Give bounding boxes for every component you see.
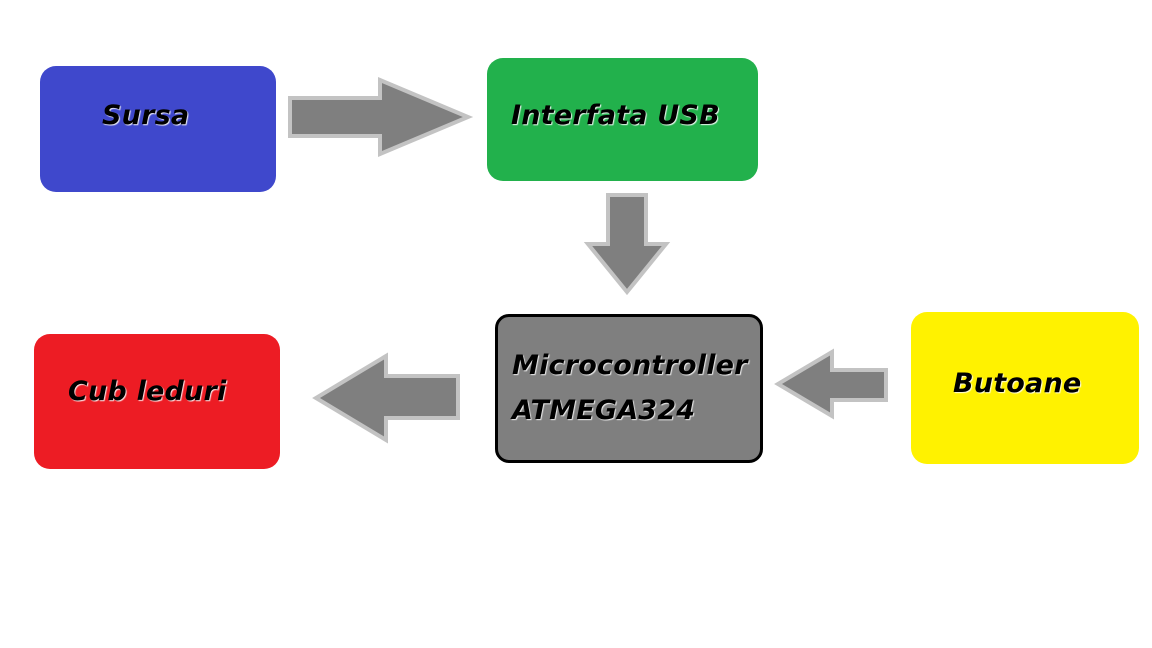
microcontroller-label-line2: ATMEGA324: [512, 394, 696, 426]
arrow-mcu-to-cub: [312, 352, 460, 444]
butoane-block: Butoane: [911, 312, 1139, 464]
cub-leduri-block: Cub leduri: [34, 334, 280, 469]
arrow-sursa-to-usb: [288, 76, 474, 158]
interfata-usb-label: Interfata USB: [511, 100, 720, 131]
butoane-label: Butoane: [953, 368, 1082, 399]
arrow-usb-to-mcu: [583, 193, 671, 296]
arrow-butoane-to-mcu: [774, 348, 888, 420]
microcontroller-block: Microcontroller ATMEGA324: [495, 314, 763, 463]
microcontroller-label-line1: Microcontroller: [512, 349, 748, 381]
sursa-label: Sursa: [102, 100, 190, 131]
sursa-block: Sursa: [40, 66, 276, 192]
cub-leduri-label: Cub leduri: [68, 376, 227, 407]
interfata-usb-block: Interfata USB: [487, 58, 758, 181]
